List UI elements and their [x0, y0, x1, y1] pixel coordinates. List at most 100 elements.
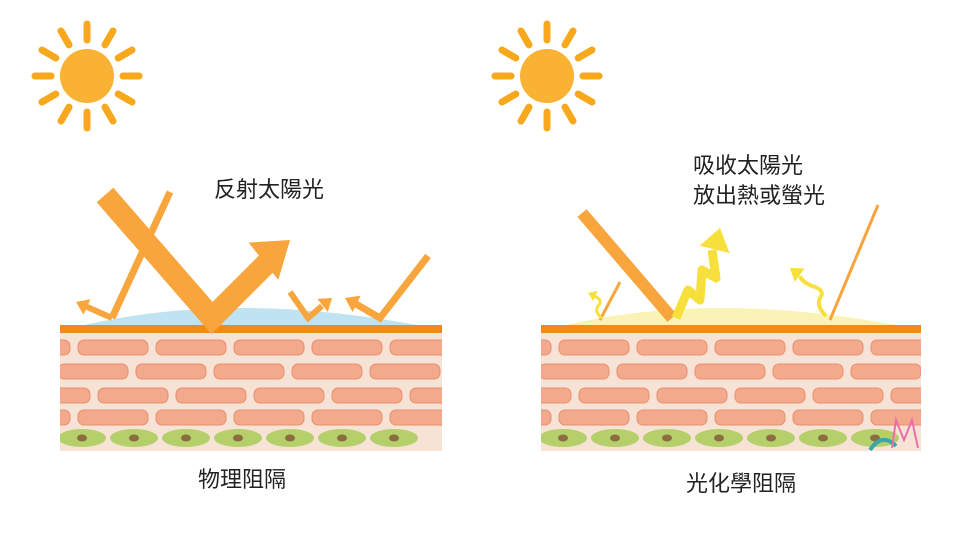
incoming-uv-ray	[598, 281, 622, 321]
watermark-logo	[868, 416, 919, 452]
skin-cell-brick	[77, 339, 149, 356]
reflection-beam	[96, 187, 280, 335]
skin-cell-brick	[870, 339, 921, 356]
skin-cell-brick	[694, 363, 766, 380]
skin-cell-brick	[175, 387, 247, 404]
skin-cell-brick	[870, 409, 921, 426]
incoming-ray	[108, 190, 174, 320]
chemical-caption: 光化學阻隔	[686, 472, 797, 497]
skin-cell-brick	[60, 387, 91, 404]
skin-cell-brick	[213, 363, 285, 380]
skin-cell-brick	[155, 339, 227, 356]
sun-ray	[574, 46, 596, 62]
sun-ray	[38, 90, 60, 106]
arrow-head	[76, 299, 91, 315]
skin-cell-brick	[792, 409, 864, 426]
skin-cell-brick	[714, 409, 786, 426]
skin-surface	[541, 325, 921, 333]
sun-ray	[57, 27, 73, 49]
skin-cell-brick	[949, 410, 960, 425]
cell-nucleus	[714, 434, 724, 442]
skin-cell-brick	[558, 339, 630, 356]
emitted-wave	[593, 294, 603, 320]
sun-ray	[114, 90, 136, 106]
skin-cell-brick	[656, 387, 728, 404]
skin-cell-brick	[616, 363, 688, 380]
skin-cell-brick	[468, 410, 538, 425]
skin-cell-brick	[541, 363, 610, 380]
skin-cell-brick	[792, 339, 864, 356]
sunscreen-film	[80, 308, 422, 326]
cell-nucleus	[610, 434, 620, 442]
physical-caption: 物理阻隔	[198, 468, 287, 493]
skin-cell-brick	[253, 387, 325, 404]
skin-cell-brick	[461, 364, 531, 379]
skin-surface	[60, 325, 442, 333]
skin-cell-brick	[448, 364, 518, 379]
skin-cell-brick	[541, 339, 552, 356]
skin-cell-brick	[233, 409, 305, 426]
emit-label: 放出熱或螢光	[693, 184, 826, 209]
sun-icon	[31, 20, 143, 132]
skin-cell-brick	[636, 339, 708, 356]
cell-nucleus	[285, 434, 295, 442]
absorb-label: 吸收太陽光	[693, 154, 804, 179]
cell-nucleus	[129, 434, 139, 442]
logo-swoosh	[868, 438, 898, 452]
skin-cell-brick	[578, 387, 650, 404]
sun-ray	[114, 46, 136, 62]
cell-nucleus	[662, 434, 672, 442]
skin-cell-brick	[541, 409, 552, 426]
cell-nucleus	[233, 434, 243, 442]
skin-cell-brick	[311, 409, 383, 426]
sun-core	[520, 49, 574, 103]
small-reflection	[83, 303, 114, 321]
cell-nucleus	[389, 434, 399, 442]
skin-cell-brick	[636, 409, 708, 426]
sunscreen-film	[561, 308, 901, 326]
skin-cell-brick	[389, 409, 442, 426]
sun-ray	[561, 103, 577, 125]
sun-ray	[574, 90, 596, 106]
skin-cell-brick	[389, 339, 442, 356]
skin-cell-brick	[890, 387, 921, 404]
cell-nucleus	[77, 434, 87, 442]
reflection-arrow-icon	[76, 187, 431, 335]
sun-ray	[517, 103, 533, 125]
arrow-head	[699, 228, 730, 254]
skin-cell-brick	[369, 363, 441, 380]
skin-layer	[461, 308, 960, 451]
arrow-head	[248, 240, 290, 280]
skin-cell-brick	[135, 363, 207, 380]
cell-nucleus	[558, 434, 568, 442]
sun-ray	[101, 103, 117, 125]
sun-ray	[561, 27, 577, 49]
incoming-uv-ray	[828, 204, 880, 321]
skin-cell-brick	[233, 339, 305, 356]
cell-nucleus	[337, 434, 347, 442]
skin-cell-brick	[77, 409, 149, 426]
emitted-wave	[671, 249, 721, 320]
skin-cell-brick	[60, 409, 71, 426]
skin-cell-brick	[929, 364, 960, 379]
skin-cell-brick	[812, 387, 884, 404]
skin-cell-brick	[311, 339, 383, 356]
arrow-head	[345, 295, 361, 312]
small-reflection	[354, 253, 431, 323]
skin-cell-brick	[155, 409, 227, 426]
cell-nucleus	[181, 434, 191, 442]
sun-ray	[498, 90, 520, 106]
emitted-wave	[798, 275, 828, 318]
cell-nucleus	[766, 434, 776, 442]
brick-layer	[461, 339, 960, 447]
sun-ray	[38, 46, 60, 62]
skin-cell-brick	[850, 363, 921, 380]
sun-ray	[517, 27, 533, 49]
skin-cell-brick	[949, 340, 960, 355]
brick-layer	[60, 339, 538, 447]
logo-letter	[891, 416, 919, 449]
skin-cell-brick	[772, 363, 844, 380]
absorption-wave-icon	[577, 204, 880, 322]
arrow-head	[588, 290, 598, 302]
